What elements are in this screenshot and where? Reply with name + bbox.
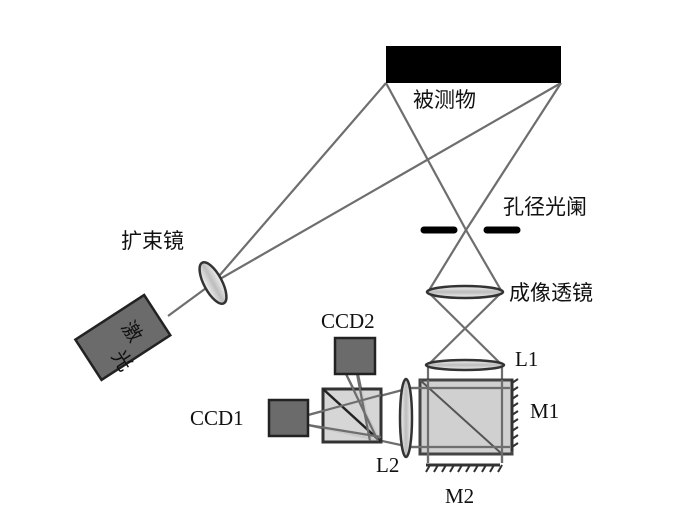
ccd-splitter-diagonal — [322, 388, 381, 442]
ccd1-label: CCD1 — [190, 406, 244, 430]
laser-body — [73, 293, 173, 382]
mirror-m1 — [510, 378, 519, 451]
imaging-lens-label: 成像透镜 — [509, 281, 593, 305]
ray-ccd-cube-d — [355, 373, 372, 442]
mirror-m2-label: M2 — [445, 484, 474, 508]
mirror-m1-label: M1 — [530, 399, 559, 423]
object-block — [386, 46, 561, 83]
ccd2-label: CCD2 — [321, 309, 375, 333]
main-splitter-cube — [418, 378, 514, 456]
ray-lens-to-l1-b — [427, 291, 503, 366]
ray-ccd-cube-a — [307, 393, 382, 417]
object-label: 被测物 — [413, 88, 476, 112]
beam-expander-lens — [198, 261, 228, 305]
mirror-m2 — [425, 463, 503, 473]
ray-expander-to-object-left — [212, 82, 387, 284]
main-splitter-diagonal — [419, 379, 503, 455]
ray-aperture-to-lens-left — [427, 229, 467, 293]
aperture-label: 孔径光阑 — [503, 195, 587, 219]
ccd-beam-splitter — [307, 373, 383, 444]
ray-object-right-to-aperture — [465, 82, 562, 231]
lens-l1-label: L1 — [515, 347, 538, 371]
ccd2-sensor — [333, 336, 377, 376]
mirror-m2-hatching — [425, 464, 503, 473]
imaging-lens — [425, 284, 505, 300]
lens-l2 — [398, 377, 414, 459]
laser-source: 激 光 — [73, 293, 173, 382]
ray-aperture-to-lens-right — [465, 229, 503, 293]
main-beam-splitter — [410, 378, 514, 463]
ray-expander-to-object-right — [212, 82, 562, 284]
ray-object-left-to-aperture — [385, 82, 467, 231]
ccd1-sensor — [267, 398, 310, 438]
mirror-m1-hatching — [511, 378, 519, 448]
lens-l1 — [424, 358, 506, 372]
beam-expander-label: 扩束镜 — [121, 229, 184, 253]
ray-ccd-cube-c — [345, 373, 379, 442]
lens-l2-label: L2 — [376, 453, 399, 477]
